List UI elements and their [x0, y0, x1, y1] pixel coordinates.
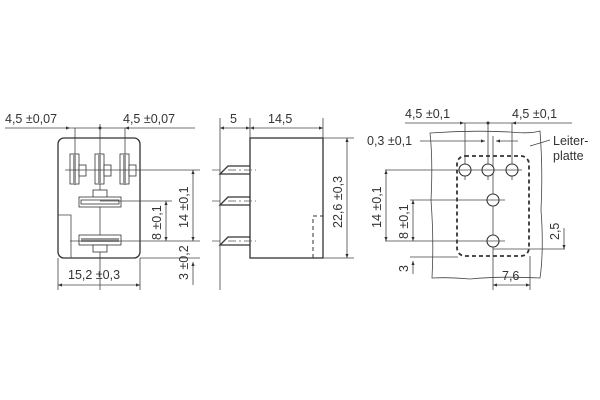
dim-width-label: 15,2 ±0,3 — [68, 268, 120, 282]
side-view: 5 14,5 22,6 ±0,3 — [212, 112, 354, 290]
pcb-dim-height-14-label: 14 ±0,1 — [370, 186, 384, 228]
relay-body-side — [249, 137, 324, 259]
pcb-label-line2: platte — [553, 149, 584, 163]
top-pins — [69, 153, 137, 185]
side-pins — [212, 165, 256, 246]
pcb-dim-top-left-label: 4,5 ±0,1 — [405, 107, 450, 121]
pcb-label-line1: Leiter- — [553, 134, 588, 148]
dim-height-label: 22,6 ±0,3 — [331, 176, 345, 228]
dim-height-14-label: 14 ±0,1 — [177, 186, 191, 228]
dim-top-right-label: 4,5 ±0,07 — [123, 112, 175, 126]
pcb-dim-3-label: 3 — [397, 265, 411, 272]
pcb-outline — [429, 130, 543, 280]
pcb-holes — [458, 163, 519, 248]
pcb-dim-offset-label: 0,3 ±0,1 — [367, 134, 412, 148]
relay-footprint — [456, 155, 530, 257]
pcb-dim-2-5-label: 2,5 — [548, 223, 562, 240]
relay-body-front — [57, 137, 141, 259]
pcb-layout: 4,5 ±0,1 4,5 ±0,1 0,3 ±0,1 Leiter- platt… — [367, 107, 588, 290]
dim-depth-label: 14,5 — [268, 112, 292, 126]
front-view: 4,5 ±0,07 4,5 ±0,07 — [5, 112, 200, 290]
pcb-dim-7-6-label: 7,6 — [502, 269, 519, 283]
dim-top-left-label: 4,5 ±0,07 — [5, 112, 57, 126]
dim-height-8-label: 8 ±0,1 — [150, 205, 164, 240]
pcb-dim-height-8-label: 8 ±0,1 — [397, 204, 411, 239]
dim-pin-length-label: 5 — [230, 112, 237, 126]
pcb-dim-top-right-label: 4,5 ±0,1 — [512, 107, 557, 121]
dim-offset-3-label: 3 ±0,2 — [177, 245, 191, 280]
